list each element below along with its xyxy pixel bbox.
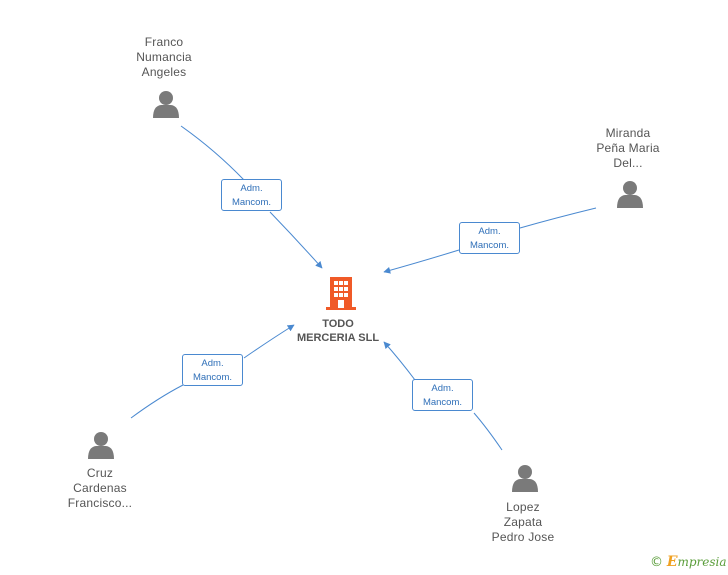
empresia-logo: © Empresia — [650, 554, 727, 572]
person-name-line: Del... — [613, 156, 643, 170]
relation-box-cruz[interactable]: Adm. Mancom. — [182, 354, 243, 386]
person-name-line: Cardenas — [73, 481, 127, 495]
copyright-symbol: © — [650, 555, 663, 570]
relation-box-miranda[interactable]: Adm. Mancom. — [459, 222, 520, 254]
person-icon[interactable] — [153, 91, 179, 118]
person-name-line: Lopez — [506, 500, 540, 514]
relation-label-line: Adm. — [478, 226, 501, 237]
person-icon[interactable] — [88, 432, 114, 459]
person-name-line: Pedro Jose — [491, 530, 555, 544]
brand-initial: E — [666, 554, 678, 570]
brand-name: mpresia — [677, 555, 727, 569]
relation-label-line: Mancom. — [469, 240, 510, 251]
edge-lopez — [384, 342, 503, 451]
building-icon[interactable] — [326, 277, 356, 310]
person-label-cruz[interactable]: Cruz Cardenas Francisco... — [30, 466, 170, 511]
company-name-line: MERCERIA SLL — [296, 332, 380, 344]
edge-cruz — [130, 325, 294, 419]
company-label[interactable]: TODO MERCERIA SLL — [268, 317, 408, 345]
relation-box-lopez[interactable]: Adm. Mancom. — [412, 379, 473, 411]
edge-miranda — [384, 207, 597, 272]
person-name-line: Angeles — [141, 65, 187, 79]
person-name-line: Franco — [144, 35, 184, 49]
person-name-line: Cruz — [86, 466, 114, 480]
person-label-franco[interactable]: Franco Numancia Angeles — [94, 35, 234, 80]
edge-franco — [180, 125, 322, 268]
person-name-line: Miranda — [605, 126, 651, 140]
person-label-lopez[interactable]: Lopez Zapata Pedro Jose — [453, 500, 593, 545]
person-name-line: Zapata — [503, 515, 543, 529]
relation-box-franco[interactable]: Adm. Mancom. — [221, 179, 282, 211]
person-label-miranda[interactable]: Miranda Peña Maria Del... — [558, 126, 698, 171]
relation-label-line: Adm. — [201, 358, 224, 369]
relation-label-line: Adm. — [431, 383, 454, 394]
person-icon[interactable] — [617, 181, 643, 208]
relation-label-line: Mancom. — [422, 397, 463, 408]
edges — [130, 125, 597, 451]
relation-label-line: Adm. — [240, 183, 263, 194]
person-name-line: Numancia — [136, 50, 192, 64]
company-name-line: TODO — [322, 318, 354, 330]
relation-label-line: Mancom. — [192, 372, 233, 383]
person-icon[interactable] — [512, 465, 538, 492]
relation-label-line: Mancom. — [231, 197, 272, 208]
person-name-line: Francisco... — [67, 496, 133, 510]
person-name-line: Peña Maria — [596, 141, 660, 155]
